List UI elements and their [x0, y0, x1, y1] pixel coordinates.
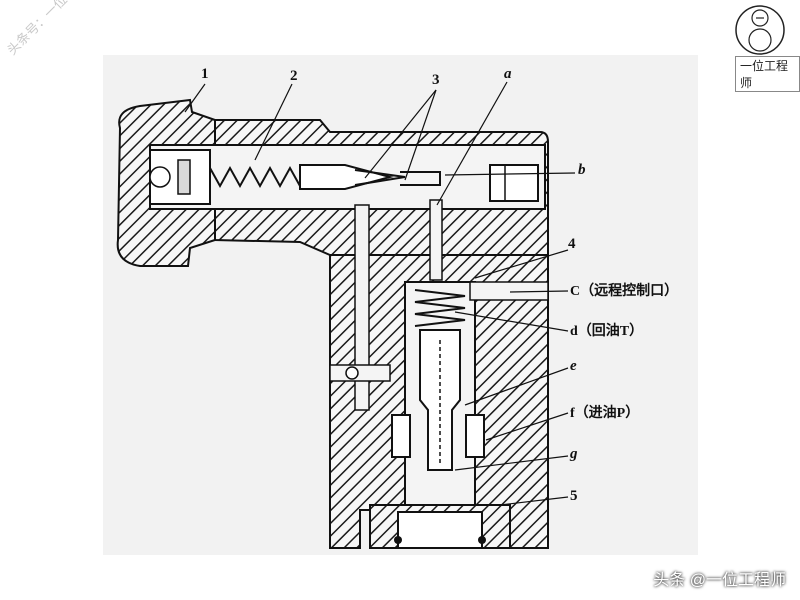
passage-a	[429, 199, 443, 281]
label-3: 3	[432, 72, 440, 88]
label-c-remote-control-port: C（远程控制口）	[570, 284, 679, 299]
label-e: e	[570, 358, 577, 374]
label-4: 4	[568, 236, 576, 252]
label-b: b	[578, 162, 586, 178]
port-d	[329, 364, 391, 382]
label-2: 2	[290, 68, 298, 84]
label-d-return-oil: d（回油T）	[570, 324, 644, 339]
label-f-inlet-oil: f（进油P）	[570, 406, 640, 421]
watermark-logo-text: 一位工程师	[735, 56, 800, 92]
label-5: 5	[570, 488, 578, 504]
footer-watermark: 头条 @一位工程师	[653, 572, 786, 589]
passage-b	[489, 164, 539, 202]
main-spring	[414, 289, 466, 327]
label-a: a	[504, 66, 512, 82]
watermark-logo-icon	[735, 5, 785, 55]
label-g: g	[570, 446, 578, 462]
left-vertical-passage	[354, 204, 370, 411]
pilot-spring	[209, 165, 301, 189]
label-1: 1	[201, 66, 209, 82]
leader-lines	[184, 81, 576, 506]
